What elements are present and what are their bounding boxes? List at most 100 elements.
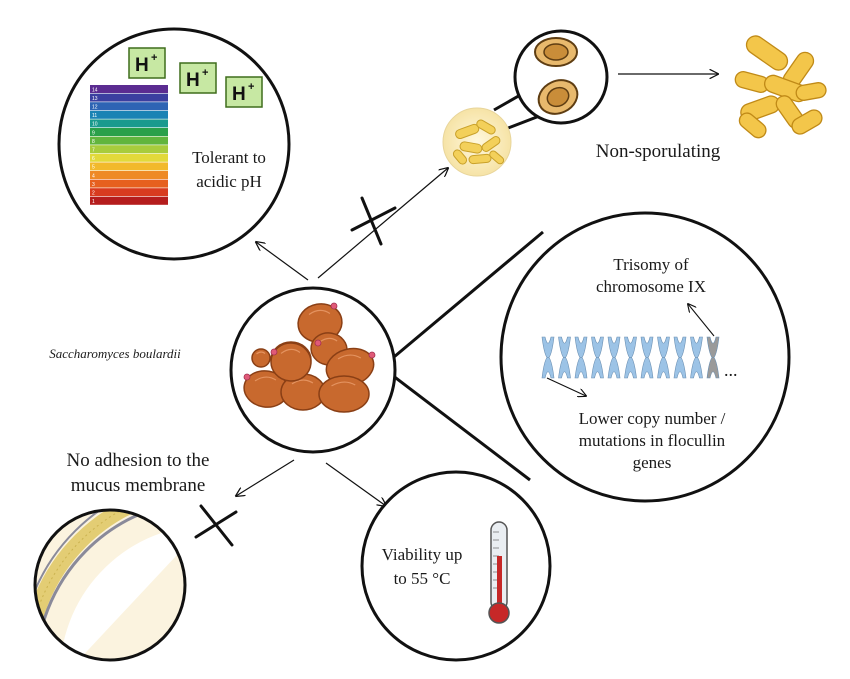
chromosome: [640, 336, 654, 379]
ph-band-label: 4: [92, 173, 95, 179]
chromosome: [607, 336, 621, 379]
viability-label-line1: Viability up: [382, 545, 463, 564]
block-cross-adhesion: [194, 504, 238, 547]
bud-scar: [330, 302, 338, 310]
ph-band: [90, 153, 168, 162]
proton-charge: +: [248, 81, 254, 93]
proton-charge: +: [151, 52, 157, 64]
arrow-to-flocullin: [546, 377, 586, 396]
yeast-cell: [270, 342, 312, 382]
ph-band-label: 3: [92, 182, 95, 188]
ascospores: [534, 37, 579, 115]
ph-band: [90, 162, 168, 171]
flocullin-label-line3: genes: [633, 453, 672, 472]
ph-band: [90, 145, 168, 154]
bud-scar: [368, 351, 376, 359]
ph-band: [90, 93, 168, 102]
thermometer-icon: [488, 521, 510, 624]
chromosome-zoom-circle: [499, 211, 791, 503]
ph-band-label: 1: [92, 199, 95, 205]
arrow-to-acid: [256, 242, 309, 281]
bud-scar: [270, 348, 278, 356]
ph-band: [90, 119, 168, 128]
ph-band: [90, 110, 168, 119]
chromosome: [624, 336, 637, 379]
ph-band: [90, 188, 168, 197]
ph-band-label: 11: [92, 113, 97, 119]
connector-arrows: [236, 74, 718, 506]
chromosome-panel: Trisomy of chromosome IX ... Lower copy …: [499, 211, 791, 503]
ph-band-label: 7: [92, 148, 95, 154]
yeast-cell-cluster: [243, 302, 376, 413]
ph-band-label: 13: [92, 96, 98, 102]
ph-band: [90, 136, 168, 145]
arrow-to-viability: [325, 462, 386, 506]
ph-band-label: 6: [92, 156, 95, 162]
ph-band-label: 10: [92, 122, 98, 128]
spore-cluster-circle: [442, 107, 512, 177]
viability-circle: [360, 470, 552, 662]
ph-band-label: 5: [92, 165, 95, 171]
proton-symbol: H: [186, 70, 200, 91]
flocullin-label-line1: Lower copy number /: [579, 409, 726, 428]
zoom-wedge-chromosome: [387, 230, 544, 482]
proton-box: H+: [128, 47, 166, 79]
adhesion-panel: No adhesion to the mucus membrane: [33, 450, 210, 662]
arrow-to-adhesion: [236, 459, 295, 496]
sporulation-panel: Non-sporulating: [442, 29, 827, 177]
mucus-membrane-circle: [33, 508, 187, 662]
trisomy-label-line1: Trisomy of: [613, 255, 689, 274]
acid-label-line1: Tolerant to: [192, 148, 266, 167]
yeast-center-panel: [229, 286, 397, 454]
adhesion-label-line2: mucus membrane: [71, 475, 206, 496]
trisomy-label-line2: chromosome IX: [596, 277, 706, 296]
block-cross-sporulation: [350, 196, 397, 246]
ph-band-label: 9: [92, 130, 95, 136]
chromosome: [690, 336, 703, 379]
chromosome: [706, 336, 720, 379]
chromosome: [657, 336, 670, 379]
arrow-to-sporulation: [317, 168, 448, 279]
chromosome: [541, 336, 555, 379]
chromosome: [574, 336, 588, 379]
ph-band: [90, 171, 168, 179]
ph-band: [90, 179, 168, 188]
proton-boxes: H+H+H+: [128, 47, 263, 108]
ph-band-label: 12: [92, 105, 98, 111]
proton-charge: +: [202, 67, 208, 79]
arrow-to-trisomy: [688, 304, 715, 337]
viability-label-line2: to 55 °C: [394, 569, 451, 588]
yeast-cell: [318, 375, 370, 413]
acid-label-line2: acidic pH: [196, 172, 262, 191]
ph-band-label: 8: [92, 139, 95, 145]
ph-band: [90, 196, 168, 205]
chromosome: [558, 336, 571, 379]
ph-band-label: 2: [92, 191, 95, 197]
yeast-cell: [251, 348, 271, 368]
species-label: Saccharomyces boulardii: [49, 346, 181, 361]
chromosome-row: [541, 336, 720, 379]
adhesion-label-line1: No adhesion to the: [66, 450, 209, 471]
ph-band: [90, 128, 168, 136]
chromosome-ellipsis: ...: [724, 360, 738, 380]
bud-scar: [314, 339, 322, 347]
ph-color-scale: 14 13 12 11 10 9 8 7 6 5 4 3 2 1: [90, 85, 168, 205]
ph-band: [90, 102, 168, 111]
chromosome: [673, 336, 687, 379]
yeast-cell: [280, 373, 326, 411]
ph-band: [90, 85, 168, 93]
vegetative-cells: [734, 35, 827, 139]
proton-box: H+: [225, 76, 263, 108]
chromosome: [591, 336, 604, 379]
flocullin-label-line2: mutations in flocullin: [579, 431, 726, 450]
ph-band-label: 14: [92, 87, 98, 93]
non-sporulating-label: Non-sporulating: [596, 141, 721, 162]
bud-scar: [243, 373, 251, 381]
spore-cluster: [452, 119, 505, 165]
proton-symbol: H: [232, 84, 246, 105]
proton-symbol: H: [135, 55, 149, 76]
viability-panel: Viability up to 55 °C: [360, 470, 552, 662]
proton-box: H+: [179, 62, 217, 94]
